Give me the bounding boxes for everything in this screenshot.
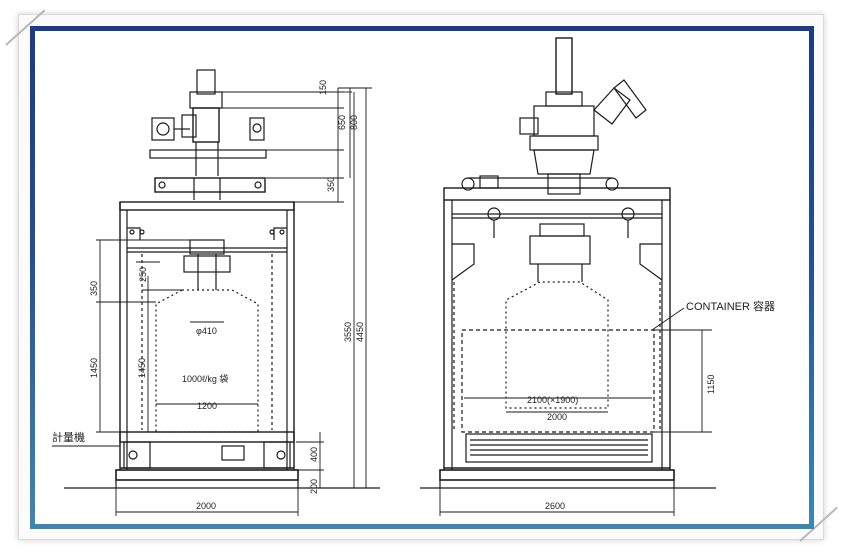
left-elevation-view [64, 69, 380, 489]
label-1000kg-bag: 1000ℓ/kg 袋 [182, 373, 228, 384]
dim-4450: 4450 [355, 322, 365, 342]
label-scale: 計量機 [52, 430, 85, 444]
dim-350-upper: 350 [326, 177, 336, 192]
dim-800: 800 [349, 115, 359, 130]
dim-150: 150 [318, 80, 328, 95]
dim-200: 200 [309, 479, 319, 494]
left-dimension-lines [52, 87, 372, 516]
dim-350-left: 350 [89, 281, 99, 296]
dim-3550: 3550 [343, 322, 353, 342]
label-container: CONTAINER 容器 [686, 299, 775, 313]
dim-1200: 1200 [197, 401, 217, 411]
dim-1450-inner: 1450 [137, 358, 147, 378]
dim-650: 650 [337, 115, 347, 130]
dim-1150: 1150 [706, 375, 716, 394]
right-dimension-lines [439, 307, 712, 516]
dim-400: 400 [309, 447, 319, 462]
drawing-panel [30, 26, 814, 529]
right-elevation-view [420, 37, 716, 489]
dim-1450-outer: 1450 [89, 358, 99, 378]
dim-2000-right: 2000 [547, 412, 567, 422]
dim-2100: 2100(×1900) [527, 395, 578, 405]
dim-2600: 2600 [545, 501, 565, 511]
dim-2000-left: 2000 [196, 501, 216, 511]
dim-250: 250 [138, 267, 148, 282]
dim-phi410: φ410 [196, 326, 217, 336]
